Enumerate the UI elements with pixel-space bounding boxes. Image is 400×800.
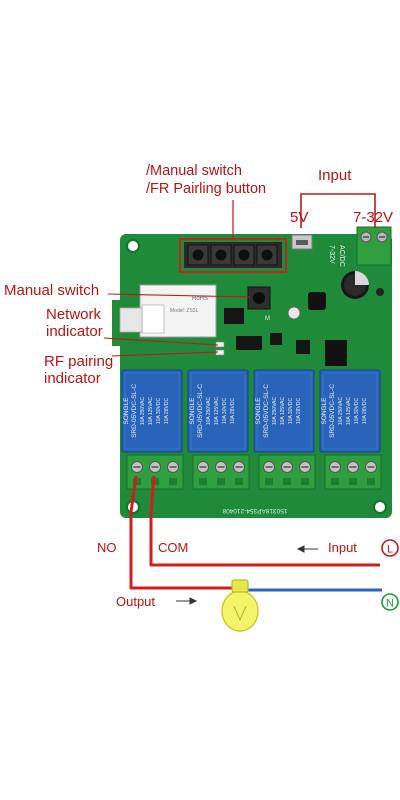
screw-terminal-block <box>324 454 382 490</box>
relay-text: 10A 125VAC <box>346 396 352 425</box>
button-row <box>179 238 287 273</box>
relay-text: SONGLE <box>189 397 196 425</box>
input-bottom-label: Input <box>328 540 357 555</box>
chip <box>270 333 282 345</box>
com-wire <box>149 475 380 567</box>
relay-text: SONGLE <box>255 397 262 425</box>
relay-text: 10A 30VDC <box>354 398 360 425</box>
chip <box>224 308 244 324</box>
relay-text: 10A 250VAC <box>206 396 212 425</box>
tactile-button <box>233 244 255 266</box>
no-wire <box>129 475 234 590</box>
module-model: Model: ZS3L <box>170 308 199 314</box>
rf-pairing-indicator-label: RF pairing <box>44 353 114 370</box>
no-label: NO <box>97 540 117 555</box>
relay-text: 10A 30VDC <box>156 398 162 425</box>
relay-text: SONGLE <box>123 397 130 425</box>
relay-text: SONGLE <box>321 397 328 425</box>
output-arrow <box>176 597 198 605</box>
manual-switch-left-label: Manual switch <box>4 282 100 299</box>
input-top-label: Input <box>318 167 352 184</box>
rf-module <box>325 340 347 366</box>
relay-text: 10A 250VAC <box>272 396 278 425</box>
7-32v-label: 7-32V <box>353 209 394 226</box>
manual-switch-button: M <box>247 286 271 322</box>
tactile-button <box>210 244 232 266</box>
chip <box>236 336 262 350</box>
pcb-code: 150318AP354-210408 <box>222 507 287 514</box>
relay-text: 10A 28VDC <box>296 398 302 425</box>
line-terminal-icon: L <box>381 539 399 557</box>
input-bracket <box>300 193 376 228</box>
relay-text: 10A 250VAC <box>140 396 146 425</box>
fr-pairing-button-label: /FR Pairling button <box>146 181 267 197</box>
svg-text:N: N <box>386 598 394 610</box>
relay-text: 10A 30VDC <box>288 398 294 425</box>
relay-text: SRD-05VDC-SL-C <box>197 384 204 438</box>
mounting-hole-top-left <box>126 239 140 253</box>
trim-potentiometer <box>287 306 301 320</box>
5v-label: 5V <box>290 209 309 226</box>
network-indicator-label: Network <box>46 306 102 323</box>
board-acdc: AC/DC <box>338 245 345 267</box>
network-indicator-label-2: indicator <box>46 323 103 340</box>
input-arrow <box>296 545 318 553</box>
output-label: Output <box>116 594 156 609</box>
relay-text: 10A 28VDC <box>230 398 236 425</box>
relay-text: SRD-05VDC-SL-C <box>329 384 336 438</box>
tactile-button <box>187 244 209 266</box>
relay-text: SRD-05VDC-SL-C <box>263 384 270 438</box>
relay-text: 10A 125VAC <box>280 396 286 425</box>
com-label: COM <box>158 540 189 555</box>
output-terminals <box>126 454 382 490</box>
relay-text: 10A 28VDC <box>362 398 368 425</box>
tactile-button <box>256 244 278 266</box>
chip <box>296 340 310 354</box>
module-rohs: RoHS <box>192 296 208 302</box>
module-antenna-pad <box>119 307 143 333</box>
relay-text: 10A 125VAC <box>214 396 220 425</box>
left-leaders <box>103 293 251 357</box>
relay-text: SRD-05VDC-SL-C <box>131 384 138 438</box>
inductor <box>308 292 326 310</box>
manual-switch-top-label: /Manual switch <box>146 163 242 179</box>
svg-text:L: L <box>387 544 393 556</box>
mounting-hole-bottom-right <box>373 500 387 514</box>
neutral-terminal-icon: N <box>381 593 399 611</box>
screw-terminal-block <box>192 454 250 490</box>
rf-pairing-indicator-label-2: indicator <box>44 370 101 387</box>
relay-text: 10A 125VAC <box>148 396 154 425</box>
micro-usb-port <box>291 234 313 250</box>
wifi-module: RoHS Model: ZS3L <box>139 284 217 338</box>
relay-text: 10A 30VDC <box>222 398 228 425</box>
board-input-spec: 7-32V <box>328 245 335 264</box>
capacitor <box>341 271 384 299</box>
wiring <box>129 475 382 592</box>
relay-text: 10A 28VDC <box>164 398 170 425</box>
board-m-mark: M <box>265 316 270 322</box>
relay-text: 10A 250VAC <box>338 396 344 425</box>
light-bulb-icon <box>221 579 259 632</box>
screw-terminal-block <box>258 454 316 490</box>
power-terminal <box>356 226 392 266</box>
